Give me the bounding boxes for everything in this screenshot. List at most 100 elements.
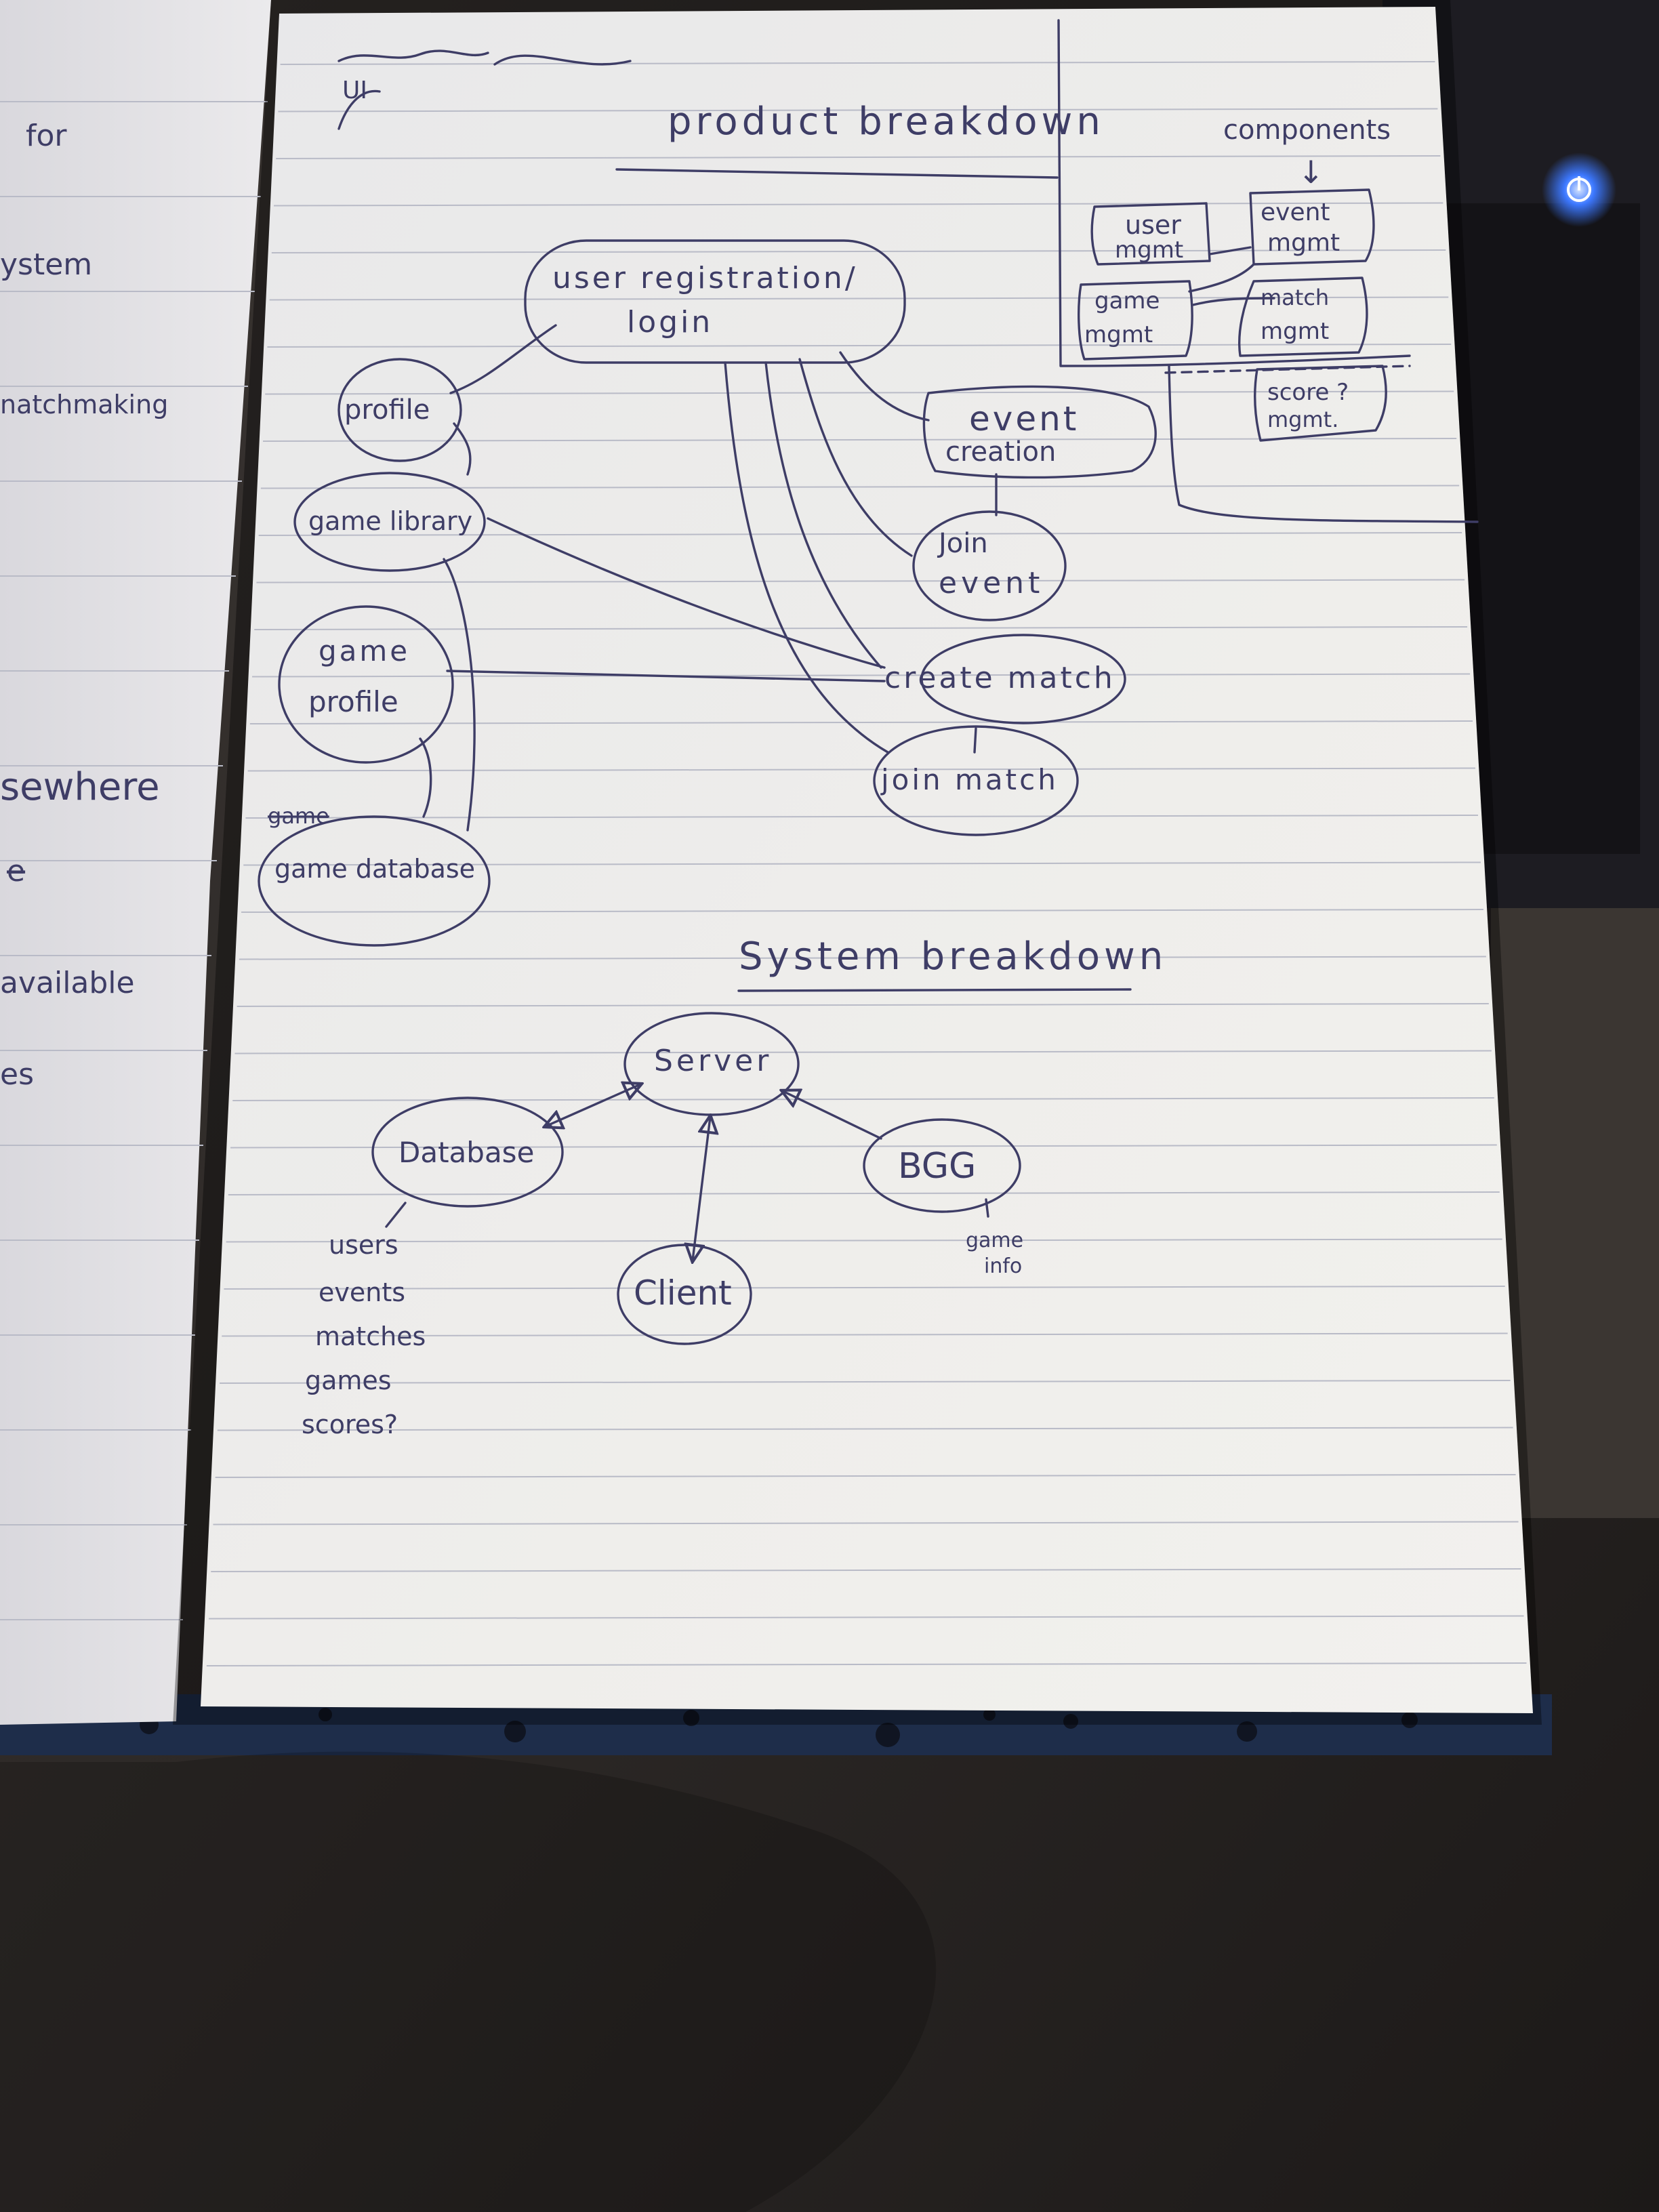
node-join-event-line2: event	[939, 566, 1044, 600]
component-user-mgmt-line1: user	[1125, 210, 1181, 240]
page-rule-line	[278, 108, 1438, 112]
page-rule-line	[276, 155, 1441, 159]
page-rule-line	[211, 1568, 1521, 1572]
components-heading: components	[1223, 115, 1391, 146]
page-rule-line	[245, 815, 1478, 819]
node-game-database: game database	[258, 815, 491, 947]
left-fragment-6: available	[0, 966, 135, 1000]
right-page-rules	[206, 61, 1527, 1666]
cover-speckles	[140, 1708, 1418, 1747]
page-rule-line	[213, 1521, 1519, 1525]
page-rule-line	[243, 861, 1481, 866]
edge-database-notes	[385, 1202, 407, 1228]
node-join-match-label: join match	[880, 763, 1059, 796]
page-rule-line	[274, 202, 1443, 207]
node-game-profile-line1: game	[319, 634, 410, 668]
left-fragment-7: es	[0, 1057, 34, 1092]
page-rule-line	[280, 61, 1435, 65]
node-event-creation-line2: creation	[945, 436, 1056, 468]
product-connections	[419, 324, 998, 832]
node-client-label: Client	[634, 1273, 732, 1313]
left-page	[0, 0, 271, 1725]
node-server-label: Server	[654, 1044, 772, 1078]
component-game-mgmt: game mgmt	[1078, 280, 1193, 361]
component-score-mgmt: score ? mgmt.	[1254, 365, 1387, 442]
component-event-mgmt-line1: event	[1261, 199, 1330, 226]
left-fragment-3: natchmaking	[0, 390, 168, 419]
component-user-mgmt: user mgmt	[1090, 202, 1211, 266]
component-game-mgmt-line1: game	[1094, 287, 1160, 314]
node-game-profile: game profile	[278, 605, 454, 764]
node-database-label: Database	[398, 1136, 534, 1169]
page-rule-line	[263, 438, 1457, 442]
page-rule-line	[247, 767, 1476, 772]
node-create-match-label: create match	[884, 661, 1115, 695]
page-rule-line	[267, 344, 1452, 348]
component-score-mgmt-line1: score ?	[1267, 379, 1349, 406]
node-profile: profile	[337, 358, 462, 462]
left-page-text: for ystem natchmaking sewhere e availabl…	[0, 119, 168, 1092]
power-icon	[1542, 152, 1616, 227]
page-rule-line	[220, 1380, 1511, 1384]
left-fragment-2: ystem	[0, 247, 92, 282]
node-game-library-label: game library	[308, 506, 472, 536]
database-note-events: events	[319, 1277, 405, 1307]
node-create-match: create match	[884, 634, 1126, 724]
scribble-ui: UI	[342, 77, 367, 104]
bgg-notes: game info	[966, 1229, 1023, 1278]
node-client: Client	[617, 1244, 752, 1345]
database-note-games: games	[305, 1366, 392, 1395]
page-rule-line	[228, 1191, 1500, 1195]
node-join-event-line1: Join	[937, 528, 988, 559]
node-user-registration-line1: user registration/	[552, 261, 858, 295]
database-notes: users events matches games scores?	[302, 1230, 426, 1439]
node-event-creation-line1: event	[969, 399, 1079, 438]
page-rule-line	[256, 579, 1465, 583]
page-rule-line	[206, 1662, 1527, 1666]
page-rule-line	[222, 1332, 1508, 1337]
page-rule-line	[215, 1474, 1516, 1478]
page-rule-line	[209, 1615, 1524, 1620]
device-lower	[1491, 908, 1659, 1518]
node-user-registration-line2: login	[627, 305, 713, 340]
node-bgg-label: BGG	[898, 1146, 976, 1187]
page-rule-line	[224, 1286, 1505, 1290]
edge-bgg-server	[783, 1091, 882, 1140]
component-event-mgmt: event mgmt	[1249, 188, 1375, 266]
node-server: Server	[623, 1012, 800, 1116]
node-user-registration: user registration/ login	[524, 239, 906, 364]
page-rule-line	[241, 909, 1483, 913]
page-rule-line	[230, 1144, 1497, 1149]
node-game-library: game library	[293, 472, 486, 572]
scribble-top: UI	[337, 49, 632, 130]
node-database: Database	[371, 1097, 564, 1208]
database-note-scores: scores?	[302, 1410, 398, 1439]
bgg-note-line1: game	[966, 1229, 1023, 1252]
database-note-users: users	[329, 1230, 398, 1260]
node-profile-label: profile	[344, 394, 430, 426]
product-breakdown-title: product breakdown	[668, 100, 1105, 144]
node-bgg: BGG	[863, 1118, 1021, 1213]
product-breakdown-underline	[615, 168, 1059, 179]
node-game-database-label: game database	[274, 854, 475, 884]
component-connections	[1188, 246, 1275, 306]
edge-bgg-notes	[985, 1198, 989, 1218]
component-game-mgmt-line2: mgmt	[1084, 321, 1153, 348]
system-breakdown-title: System breakdown	[739, 935, 1167, 979]
page-rule-line	[226, 1238, 1502, 1243]
system-connections	[385, 1084, 989, 1261]
page-rule-line	[254, 626, 1468, 630]
left-fragment-5: e	[7, 854, 25, 888]
page-rule-line	[237, 1003, 1489, 1007]
page-rule-line	[234, 1050, 1492, 1054]
page-rule-line	[249, 720, 1473, 724]
page-rule-line	[271, 249, 1446, 253]
database-note-matches: matches	[315, 1322, 426, 1351]
component-match-mgmt: match mgmt	[1238, 276, 1368, 357]
left-fragment-4: sewhere	[0, 765, 160, 809]
component-match-mgmt-line2: mgmt	[1261, 318, 1329, 345]
node-game-profile-line2: profile	[308, 685, 398, 718]
bgg-note-line2: info	[984, 1254, 1022, 1278]
page-rule-line	[217, 1427, 1513, 1431]
